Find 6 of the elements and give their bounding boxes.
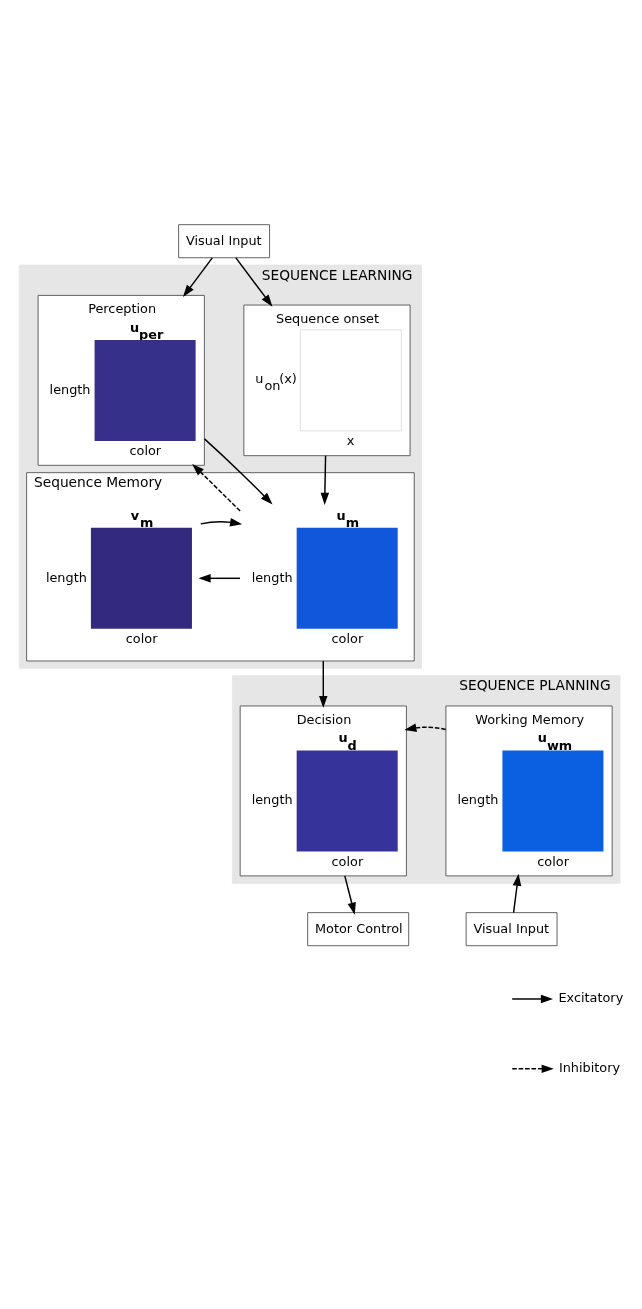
node-label: length — [251, 569, 293, 585]
legend-label: Excitatory — [558, 989, 624, 1005]
legend-label: Inhibitory — [558, 1059, 621, 1075]
node-label: length — [45, 569, 87, 585]
node-label: color — [125, 630, 158, 646]
node-label: color — [331, 630, 364, 646]
